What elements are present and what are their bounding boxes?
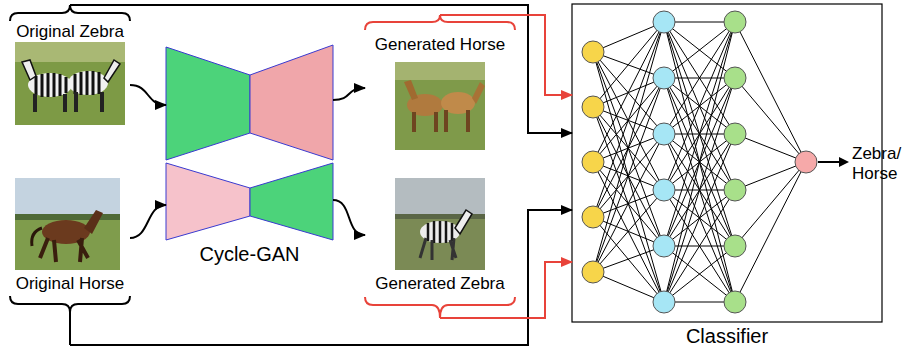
network-link <box>593 22 664 107</box>
neuron <box>653 291 675 313</box>
encoder-shape <box>166 47 250 160</box>
network-link <box>593 22 664 52</box>
neuron <box>653 179 675 201</box>
classifier-frame <box>572 4 882 322</box>
neuron <box>724 179 746 201</box>
output-arrow <box>818 161 842 163</box>
connector <box>130 85 166 105</box>
image-tile: Original Horse <box>10 178 130 345</box>
network-link <box>664 22 735 190</box>
network-link <box>664 22 735 78</box>
bracket <box>365 15 515 30</box>
generated-zebra-photo <box>395 178 485 270</box>
network-link <box>593 190 664 272</box>
neuron <box>653 11 675 33</box>
network-link <box>593 162 664 302</box>
connector <box>333 88 365 100</box>
network-link <box>664 246 735 302</box>
neuron <box>724 11 746 33</box>
decoder-shape <box>166 163 250 240</box>
network-link <box>735 162 806 302</box>
gan-block: Cycle-GAN <box>166 45 333 265</box>
network-link <box>735 162 806 246</box>
neuron <box>724 123 746 145</box>
generated-horse-photo <box>395 62 485 150</box>
connector <box>440 15 572 95</box>
network-link <box>593 134 664 272</box>
neuron <box>724 235 746 257</box>
connector <box>70 210 572 345</box>
classifier-box: Classifier <box>572 4 882 348</box>
neuron <box>724 67 746 89</box>
connector <box>333 200 365 235</box>
image-tile: Generated Horse <box>365 15 515 150</box>
zebra-photo <box>15 42 125 125</box>
network-link <box>664 134 735 302</box>
neuron <box>653 123 675 145</box>
network-link <box>735 78 806 162</box>
encoder-shape <box>250 163 333 240</box>
image-tile: Original Zebra <box>10 5 130 125</box>
network-link <box>593 52 664 302</box>
network-link <box>664 134 735 302</box>
network-link <box>664 22 735 78</box>
network-link <box>664 22 735 302</box>
network-link <box>593 107 664 246</box>
neuron <box>724 291 746 313</box>
network-link <box>593 22 664 162</box>
bracket <box>365 297 515 318</box>
bracket <box>10 5 130 21</box>
network-link <box>593 272 664 302</box>
node-label: Classifier <box>572 325 882 347</box>
network-link <box>735 22 806 162</box>
neuron <box>795 151 817 173</box>
neuron <box>653 67 675 89</box>
network-link <box>664 22 735 190</box>
node-label: Generated Zebra <box>365 275 515 294</box>
output-arrowhead <box>839 157 849 167</box>
network-link <box>664 22 735 302</box>
node-label: Generated Horse <box>365 36 515 55</box>
neuron <box>582 261 604 283</box>
connector <box>70 5 572 133</box>
neuron <box>582 96 604 118</box>
image-tile: Generated Zebra <box>365 178 515 318</box>
neuron <box>582 41 604 63</box>
network-link <box>664 246 735 302</box>
network-link <box>593 22 664 272</box>
connector <box>130 205 166 238</box>
decoder-shape <box>250 45 333 160</box>
output-label: Zebra/ Horse <box>852 144 901 183</box>
node-label: Original Horse <box>10 275 130 294</box>
neuron <box>582 206 604 228</box>
bracket <box>10 296 130 345</box>
neuron <box>653 235 675 257</box>
node-label: Cycle-GAN <box>166 243 333 265</box>
neural-network <box>582 11 817 313</box>
network-link <box>593 52 664 190</box>
node-label: Original Zebra <box>10 23 130 42</box>
horse-photo <box>15 178 120 270</box>
neuron <box>582 151 604 173</box>
